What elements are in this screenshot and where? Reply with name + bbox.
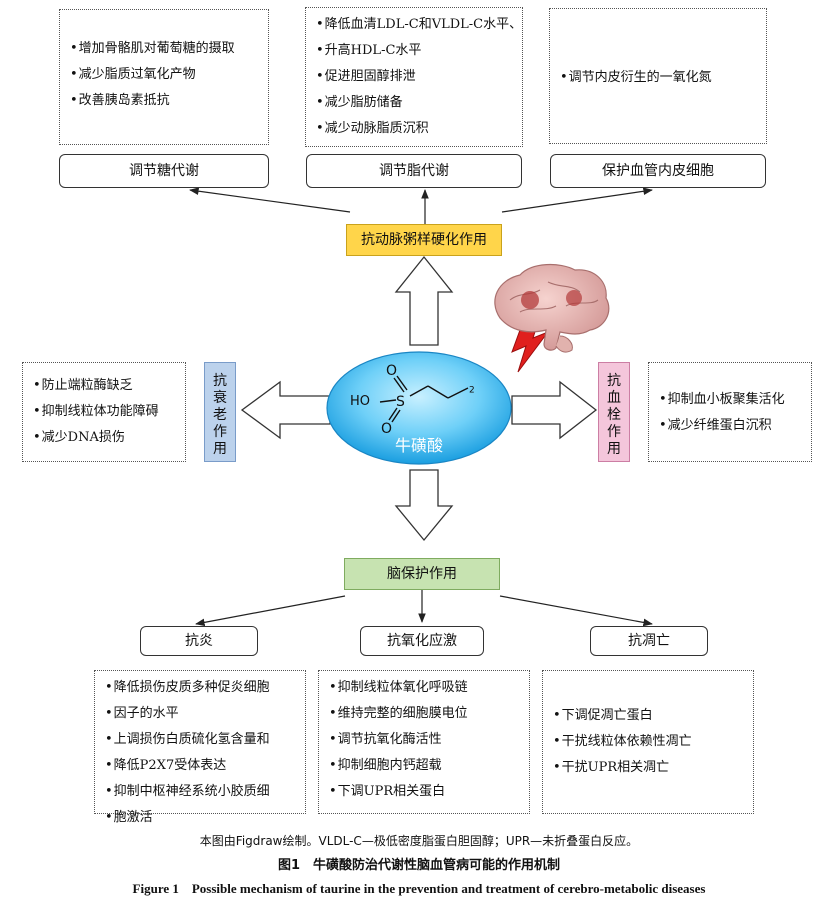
bottom-box-oxidative: 抑制线粒体氧化呼吸链 维持完整的细胞膜电位 调节抗氧化酶活性 抑制细胞内钙超载 …	[318, 670, 530, 814]
antithrombosis-label-text: 抗血栓作用	[607, 373, 621, 457]
header-lipid: 调节脂代谢	[306, 154, 522, 188]
atom-ho: HO	[350, 394, 371, 409]
atom-o2: O	[381, 421, 393, 437]
list-item: 抑制中枢神经系统小胶质细	[105, 779, 295, 805]
list-item: 抑制线粒体氧化呼吸链	[329, 675, 519, 701]
atom-subscript: 2	[469, 385, 475, 396]
bottom-box-inflammation: 降低损伤皮质多种促炎细胞 因子的水平 上调损伤白质硫化氢含量和 降低P2X7受体…	[94, 670, 306, 825]
bottom-connectors	[195, 590, 653, 627]
list-item: 抑制细胞内钙超载	[329, 753, 519, 779]
figure-title-en: Figure 1 Possible mechanism of taurine i…	[132, 881, 706, 896]
brain-icon	[494, 264, 610, 353]
list-item: 减少DNA损伤	[33, 425, 175, 451]
list-item: 调节内皮衍生的一氧化氮	[560, 65, 756, 91]
atom-nh2: 2	[469, 378, 475, 396]
down-hollow-arrow	[394, 469, 454, 542]
list-item: 抑制线粒体功能障碍	[33, 399, 175, 425]
list-item: 减少脂肪储备	[316, 90, 512, 116]
list-item: 因子的水平	[105, 701, 295, 727]
hollow-arrows	[240, 255, 598, 542]
header-glucose: 调节糖代谢	[59, 154, 269, 188]
brain-protection-label: 脑保护作用	[344, 558, 500, 590]
top-connectors	[189, 187, 653, 224]
list-item: 抑制血小板聚集活化	[659, 387, 801, 413]
list-item: 上调损伤白质硫化氢含量和	[105, 727, 295, 753]
list-item: 干扰线粒体依赖性凋亡	[553, 729, 743, 755]
atom-o1: O	[386, 363, 398, 379]
list-item: 降低损伤皮质多种促炎细胞	[105, 675, 295, 701]
header-antiapoptosis: 抗凋亡	[590, 626, 708, 656]
header-endothelium: 保护血管内皮细胞	[550, 154, 766, 188]
bottom-box-apoptosis: 下调促凋亡蛋白 干扰线粒体依赖性凋亡 干扰UPR相关凋亡	[542, 670, 754, 814]
header-anti-inflammation: 抗炎	[140, 626, 258, 656]
taurine-structure	[379, 375, 469, 423]
list-item: 改善胰岛素抵抗	[70, 88, 258, 114]
top-box-glucose: 增加骨骼肌对葡萄糖的摄取 减少脂质过氧化产物 改善胰岛素抵抗	[59, 9, 269, 145]
list-item: 降低P2X7受体表达	[105, 753, 295, 779]
left-box-antiaging: 防止端粒酶缺乏 抑制线粒体功能障碍 减少DNA损伤	[22, 362, 186, 462]
top-box-endothelium: 调节内皮衍生的一氧化氮	[549, 8, 767, 144]
taurine-ellipse	[326, 351, 512, 465]
anti-atherosclerosis-label: 抗动脉粥样硬化作用	[346, 224, 502, 256]
list-item: 干扰UPR相关凋亡	[553, 755, 743, 781]
left-hollow-arrow	[240, 380, 331, 440]
list-item: 下调UPR相关蛋白	[329, 779, 519, 805]
list-item: 防止端粒酶缺乏	[33, 373, 175, 399]
atom-s: S	[396, 394, 405, 410]
right-box-antithrombosis: 抑制血小板聚集活化 减少纤维蛋白沉积	[648, 362, 812, 462]
antithrombosis-label: 抗血栓作用	[598, 362, 630, 462]
list-item: 调节抗氧化酶活性	[329, 727, 519, 753]
figure-title-cn: 图1 牛磺酸防治代谢性脑血管病可能的作用机制	[277, 858, 561, 873]
top-box-lipid: 降低血清LDL-C和VLDL-C水平、 升高HDL-C水平 促进胆固醇排泄 减少…	[305, 7, 523, 147]
list-item: 促进胆固醇排泄	[316, 64, 512, 90]
header-antioxidative: 抗氧化应激	[360, 626, 484, 656]
list-item: 减少动脉脂质沉积	[316, 116, 512, 142]
figure-note: 本图由Figdraw绘制。VLDL-C—极低密度脂蛋白胆固醇；UPR—未折叠蛋白…	[199, 834, 639, 848]
list-item: 升高HDL-C水平	[316, 38, 512, 64]
list-item: 下调促凋亡蛋白	[553, 703, 743, 729]
up-hollow-arrow	[394, 255, 454, 346]
list-item: 减少脂质过氧化产物	[70, 62, 258, 88]
right-hollow-arrow	[511, 380, 598, 440]
list-item: 降低血清LDL-C和VLDL-C水平、	[316, 12, 522, 38]
antiaging-label-text: 抗衰老作用	[213, 373, 227, 457]
list-item: 增加骨骼肌对葡萄糖的摄取	[70, 36, 258, 62]
list-item: 减少纤维蛋白沉积	[659, 413, 801, 439]
taurine-label: 牛磺酸	[394, 436, 443, 455]
list-item: 胞激活	[105, 805, 295, 831]
list-item: 维持完整的细胞膜电位	[329, 701, 519, 727]
antiaging-label: 抗衰老作用	[204, 362, 236, 462]
